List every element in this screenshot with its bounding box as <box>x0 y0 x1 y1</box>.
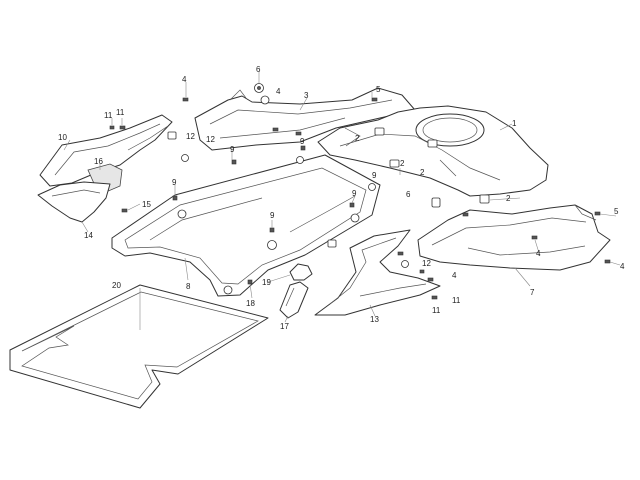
callout-13: 13 <box>370 315 379 324</box>
callout-9: 9 <box>372 171 377 180</box>
part-20-mat <box>9 284 269 409</box>
part-6-grommet-top <box>254 83 264 93</box>
callout-12: 12 <box>422 259 431 268</box>
part-7-right-side-cover <box>417 204 611 271</box>
callout-6: 6 <box>256 65 261 74</box>
callout-19: 19 <box>262 278 271 287</box>
callout-9: 9 <box>172 178 177 187</box>
part-19-small-clip <box>289 263 313 281</box>
part-17-small-bracket <box>279 281 309 319</box>
fastener-screws <box>109 97 611 300</box>
callout-2: 2 <box>420 168 425 177</box>
callout-14: 14 <box>84 231 93 240</box>
callout-9: 9 <box>230 145 235 154</box>
callout-10: 10 <box>58 133 67 142</box>
callout-labels: 1 2 2 2 2 3 4 4 4 4 4 5 5 6 6 7 8 9 9 9 … <box>58 65 625 331</box>
callout-9: 9 <box>300 137 305 146</box>
callout-4: 4 <box>536 249 541 258</box>
callout-16: 16 <box>94 157 103 166</box>
callout-12: 12 <box>206 135 215 144</box>
callout-5: 5 <box>614 207 619 216</box>
callout-11: 11 <box>116 108 125 117</box>
callout-4: 4 <box>182 75 187 84</box>
callout-12: 12 <box>186 132 195 141</box>
callout-4: 4 <box>620 262 625 271</box>
callout-5: 5 <box>376 85 381 94</box>
callout-4: 4 <box>452 271 457 280</box>
callout-9: 9 <box>352 189 357 198</box>
leader-lines <box>63 72 621 330</box>
part-2-clips <box>167 127 490 248</box>
callout-9: 9 <box>270 211 275 220</box>
part-6-grommet-right <box>431 197 441 208</box>
callout-1: 1 <box>512 119 517 128</box>
callout-18: 18 <box>246 299 255 308</box>
callout-3: 3 <box>304 91 309 100</box>
callout-11: 11 <box>432 306 441 315</box>
part-8-center-panel <box>111 154 381 297</box>
callout-20: 20 <box>112 281 121 290</box>
callout-17: 17 <box>280 322 289 331</box>
part-14-lower-left-cover <box>37 181 111 223</box>
part-12-washers <box>177 95 409 295</box>
callout-15: 15 <box>142 200 151 209</box>
callout-2: 2 <box>506 194 511 203</box>
callout-11: 11 <box>452 296 461 305</box>
callout-2: 2 <box>400 159 405 168</box>
callout-7: 7 <box>530 288 535 297</box>
callout-2: 2 <box>355 134 360 143</box>
part-13-lower-right-panel <box>314 229 441 316</box>
callout-8: 8 <box>186 282 191 291</box>
callout-4: 4 <box>276 87 281 96</box>
part-3-upper-cover <box>194 87 416 151</box>
callout-6: 6 <box>406 190 411 199</box>
callout-11: 11 <box>104 111 113 120</box>
